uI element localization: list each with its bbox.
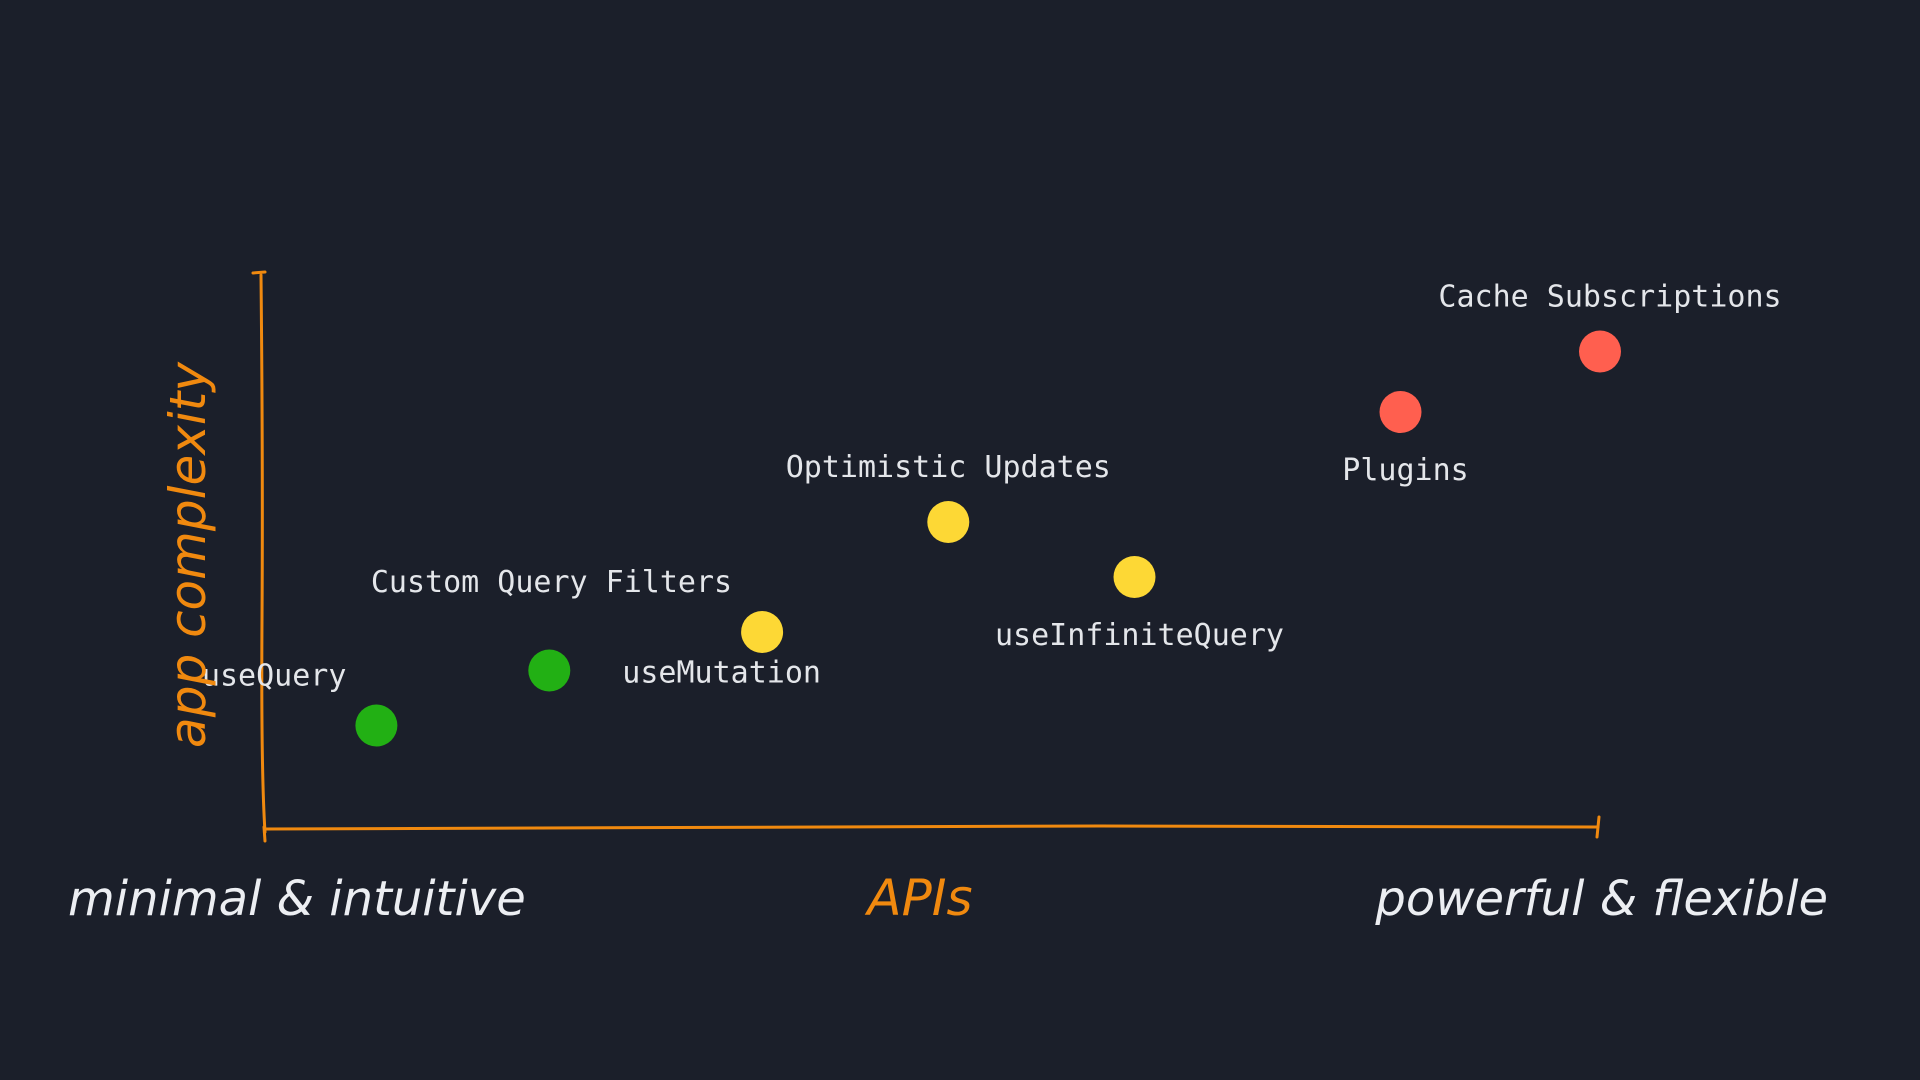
x-axis-line — [263, 824, 1600, 831]
data-point-5 — [1379, 391, 1422, 433]
data-point-label-3: Optimistic Updates — [786, 450, 1111, 485]
data-point-label-2: Custom Query Filters — [371, 565, 732, 600]
x-axis-high-label: powerful & flexible — [1374, 871, 1828, 927]
data-point-label-4: useInfiniteQuery — [995, 618, 1284, 653]
y-axis-label: app complexity — [159, 361, 217, 748]
data-points: useQuery useMutation Custom Query Filters O… — [202, 280, 1782, 747]
x-axis-right-tick — [1595, 815, 1601, 839]
data-point-label-5: Plugins — [1342, 453, 1468, 488]
x-axis-low-label: minimal & intuitive — [68, 871, 526, 927]
data-point-3 — [927, 501, 970, 543]
data-point-1 — [528, 649, 571, 692]
data-point-label-0: useQuery — [202, 659, 347, 694]
y-axis-line — [259, 273, 267, 834]
data-point-4 — [1113, 556, 1156, 598]
y-axis-top-tick — [251, 270, 267, 275]
data-point-label-1: useMutation — [622, 656, 821, 691]
data-point-label-6: Cache Subscriptions — [1438, 280, 1781, 315]
x-axis-left-tick — [262, 825, 267, 843]
data-point-0 — [355, 704, 398, 747]
data-point-6 — [1579, 330, 1621, 373]
x-axis-label: APIs — [864, 869, 972, 927]
data-point-2 — [741, 611, 784, 653]
